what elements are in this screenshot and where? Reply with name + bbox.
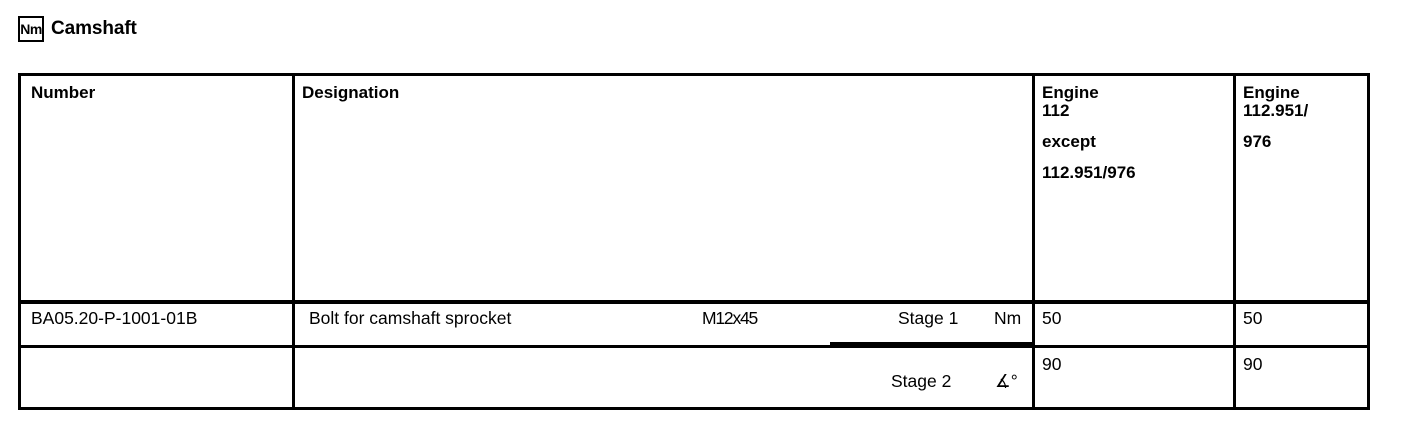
stage-1-label: Stage 1	[898, 308, 959, 328]
column-header-engine-b-line1: Engine	[1243, 83, 1300, 102]
column-header-designation: Designation	[302, 83, 400, 102]
column-divider-engine-a-engine-b	[1233, 76, 1236, 407]
cell-engine-a-stage-1: 50	[1042, 308, 1062, 328]
column-header-number: Number	[31, 83, 96, 102]
column-header-engine-a-line2: 112	[1042, 100, 1070, 120]
stage-1-unit: Nm	[994, 308, 1022, 328]
torque-nm-icon: Nm	[18, 16, 44, 42]
stage-section-rule	[830, 342, 1032, 346]
column-header-engine-a: Engine 112 except 112.951/976	[1035, 79, 1233, 181]
spacer	[1042, 151, 1226, 164]
column-header-engine-b-line2: 112.951/	[1243, 100, 1309, 120]
stage-2-unit-angle: ∡°	[995, 371, 1018, 391]
table-gridlines	[21, 76, 1367, 407]
cell-thread-size: M12x45	[702, 308, 758, 328]
column-header-engine-b: Engine 112.951/ 976	[1236, 79, 1370, 151]
designation-stage2-row: Stage 2 ∡°	[295, 371, 1032, 396]
column-divider-number-designation	[292, 76, 295, 407]
stage-row-divider	[21, 345, 1367, 348]
cell-engine-b-stage-1: 50	[1243, 308, 1263, 328]
column-header-engine-a-line4: 112.951/976	[1042, 162, 1136, 182]
stage-2-label: Stage 2	[891, 371, 952, 391]
spacer	[1042, 120, 1226, 133]
page-title: Nm Camshaft	[18, 16, 137, 42]
cell-engine-b-stage-2: 90	[1243, 354, 1263, 374]
torque-specification-table: Number Designation Engine 112 except 112…	[18, 73, 1370, 410]
cell-designation: Bolt for camshaft sprocket M12x45 Stage …	[295, 304, 1032, 391]
page-title-text: Camshaft	[51, 18, 137, 39]
header-bottom-border	[21, 300, 1367, 304]
designation-stage1-row: Bolt for camshaft sprocket M12x45 Stage …	[302, 308, 1032, 333]
column-header-engine-b-line3: 976	[1243, 131, 1272, 151]
column-header-engine-a-line3: except	[1042, 131, 1096, 151]
spacer	[1243, 120, 1363, 133]
cell-designation-text: Bolt for camshaft sprocket	[309, 308, 512, 328]
cell-engine-a-stage-2: 90	[1042, 354, 1062, 374]
column-divider-designation-engine-a	[1032, 76, 1035, 407]
column-header-engine-a-line1: Engine	[1042, 83, 1099, 102]
cell-part-number: BA05.20-P-1001-01B	[31, 308, 198, 328]
